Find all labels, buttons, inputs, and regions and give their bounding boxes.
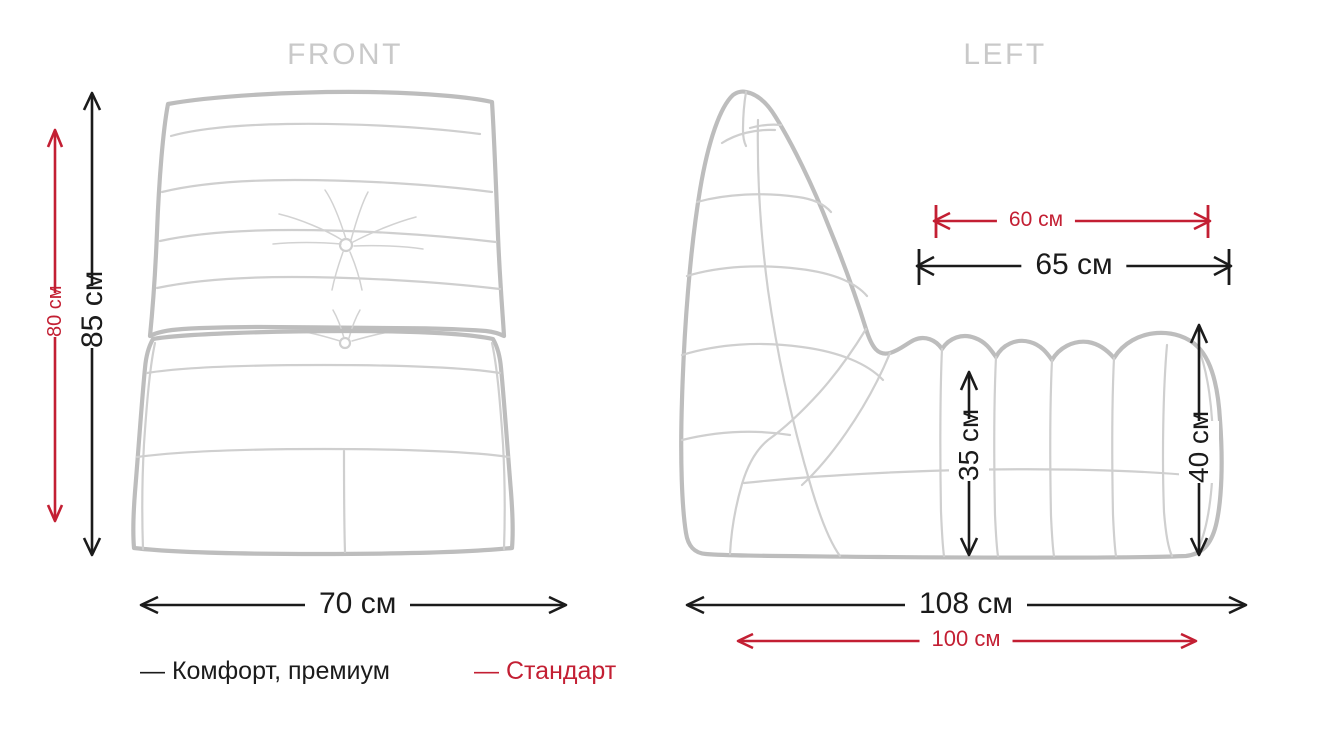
dimension-label-front-height-comfort: 85 см <box>72 271 114 348</box>
dimension-label-front-width-comfort: 70 см <box>305 589 411 619</box>
left-view-title: LEFT <box>963 38 1047 71</box>
legend-item-standard: — Стандарт <box>474 657 617 685</box>
dimension-label-front-height-standard: 80 см <box>40 285 70 337</box>
left-view-chair-illustration <box>679 89 1224 560</box>
dimension-label-seat-height-front: 35 см <box>949 409 989 481</box>
dimension-label-side-length-standard: 100 см <box>919 628 1013 650</box>
dimension-label-seat-depth-comfort: 65 см <box>1021 250 1127 280</box>
front-view-title: FRONT <box>287 38 403 71</box>
dimension-label-side-length-comfort: 108 см <box>904 589 1028 619</box>
front-view-chair-illustration <box>131 89 515 557</box>
dimension-label-seat-depth-standard: 60 см <box>996 209 1076 230</box>
legend-item-comfort-premium: — Комфорт, премиум <box>140 657 390 685</box>
dimension-label-seat-height-back: 40 см <box>1179 411 1219 483</box>
